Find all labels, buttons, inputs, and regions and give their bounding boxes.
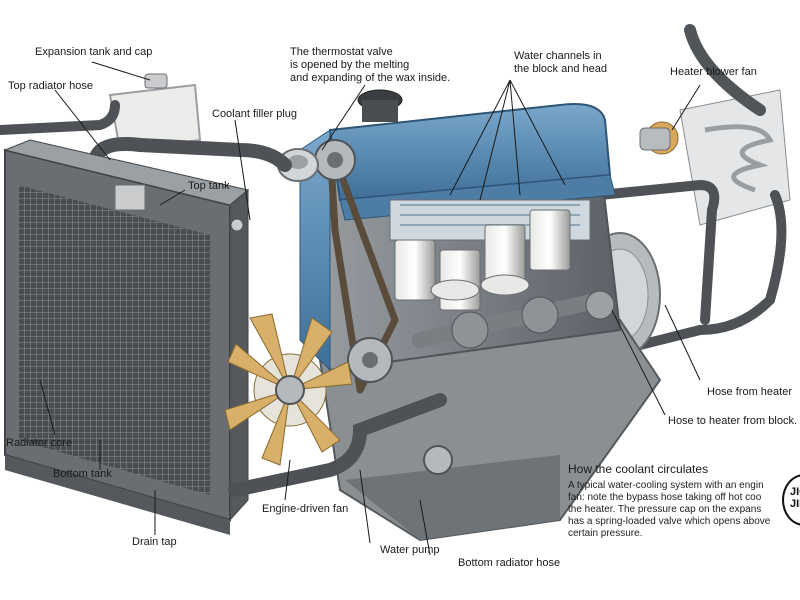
caption-title: How the coolant circulates: [568, 462, 709, 476]
label-expansion-tank: Expansion tank and cap: [35, 46, 153, 58]
thermostat-housing: [277, 148, 319, 182]
label-radiator-core: Radiator core: [6, 437, 73, 449]
bottom-radiator-hose: [228, 393, 447, 497]
leader-lines: [39, 61, 701, 556]
label-hose-from-heater: Hose from heater: [707, 386, 792, 398]
label-top-tank: Top tank: [188, 180, 230, 192]
label-drain-tap: Drain tap: [132, 536, 177, 548]
label-engine-driven-fan: Engine-driven fan: [262, 503, 349, 515]
label-hose-to-heater: Hose to heater from block.: [668, 415, 798, 427]
badge-text: JIC JIF: [790, 486, 800, 510]
radiator: [3, 139, 250, 535]
label-thermostat-valve: The thermostat valve is opened by the me…: [290, 46, 451, 84]
water-pump-unit: [423, 445, 453, 475]
caption-body: A typical water-cooling system with an e…: [568, 480, 771, 539]
label-heater-blower-fan: Heater blower fan: [670, 66, 757, 78]
heater-blower-fan: [639, 121, 679, 155]
label-coolant-filler-plug: Coolant filler plug: [212, 108, 297, 120]
expansion-tank: [108, 73, 202, 152]
caption: How the coolant circulates A typical wat…: [568, 462, 800, 540]
label-bottom-radiator-hose: Bottom radiator hose: [458, 557, 561, 569]
oil-filler-cap: [357, 89, 403, 122]
engine-driven-fan: [224, 313, 353, 466]
label-top-radiator-hose: Top radiator hose: [8, 80, 93, 92]
oil-sump: [318, 318, 662, 542]
crankshaft: [412, 290, 615, 349]
pistons: [394, 209, 571, 311]
label-water-pump: Water pump: [380, 544, 440, 556]
label-water-channels: Water channels in the block and head: [514, 50, 607, 75]
label-bottom-tank: Bottom tank: [53, 468, 112, 480]
